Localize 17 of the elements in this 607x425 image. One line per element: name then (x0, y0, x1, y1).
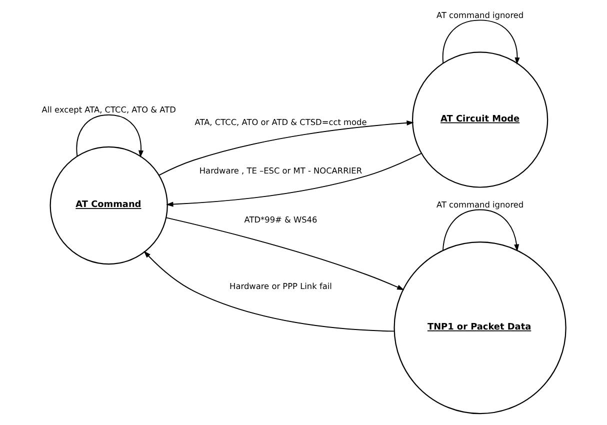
edge-label: ATD*99# & WS46 (244, 214, 318, 225)
node-circle: AT Command (50, 146, 168, 265)
arrow (144, 250, 395, 332)
arrow (166, 153, 422, 207)
edge-label: ATA, CTCC, ATO or ATD & CTSD=cct mode (194, 116, 367, 127)
edge-label: AT command ignored (436, 199, 524, 210)
arrow (442, 20, 520, 65)
edge-label: AT command ignored (436, 10, 524, 20)
arrow (158, 120, 414, 176)
edge-label: Hardware , TE –ESC or MT - NOCARRIER (199, 165, 362, 176)
edge-label: All except ATA, CTCC, ATO & ATD (42, 104, 176, 115)
arrow (166, 217, 404, 290)
node-circle: TNP1 or Packet Data (394, 241, 566, 414)
arrow (442, 209, 520, 252)
node-circle: AT Circuit Mode (412, 52, 548, 188)
arrow (76, 114, 144, 158)
edge-label: Hardware or PPP Link fail (230, 280, 332, 291)
